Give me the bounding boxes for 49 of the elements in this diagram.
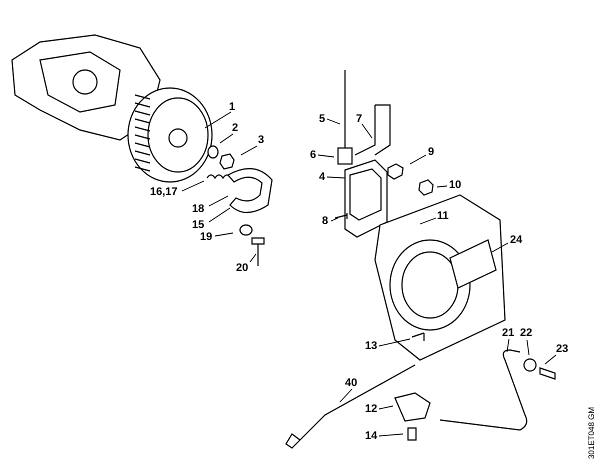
callout-number: 15	[192, 219, 204, 231]
leader-line	[410, 154, 426, 164]
callout-number: 10	[449, 179, 462, 191]
callout-number: 13	[365, 340, 378, 352]
callout-number: 6	[310, 149, 316, 161]
callout-number: 12	[365, 403, 378, 415]
reference-code: 301ET048 GM	[586, 406, 597, 460]
leader-line	[378, 406, 394, 410]
leader-line	[340, 388, 352, 402]
callout-number: 1	[229, 101, 236, 113]
leader-line	[250, 254, 256, 262]
leader-line	[318, 154, 334, 158]
leader-line	[220, 134, 234, 144]
callout-number: 21	[502, 327, 514, 339]
callout-number: 3	[258, 134, 264, 146]
leader-line	[208, 196, 228, 206]
callout-number: 19	[200, 231, 212, 243]
leader-line	[208, 208, 230, 222]
leader-line	[204, 112, 232, 128]
leader-line	[378, 434, 404, 436]
leader-line	[330, 218, 338, 222]
leader-line	[544, 354, 556, 364]
callout-number: 18	[192, 203, 204, 215]
leader-line	[182, 180, 204, 192]
callout-number: 4	[319, 171, 326, 183]
leader-line	[214, 232, 234, 236]
callout-number: 24	[510, 234, 522, 246]
callout-number: 16,17	[150, 186, 178, 198]
callout-number: 8	[322, 215, 328, 227]
callout-number: 22	[520, 327, 532, 339]
leader-line	[506, 338, 510, 352]
leader-line	[526, 340, 530, 356]
callout-number: 11	[437, 210, 449, 222]
callout-number: 2	[232, 122, 238, 134]
callout-number: 40	[345, 377, 358, 389]
leader-line	[240, 146, 258, 156]
leader-line	[420, 218, 436, 224]
leader-line	[362, 124, 372, 138]
leader-line	[326, 176, 346, 178]
callout-number: 9	[428, 146, 434, 158]
leader-line	[326, 118, 340, 124]
leader-line	[378, 338, 410, 346]
callout-number: 14	[365, 430, 378, 442]
leader-line	[492, 242, 508, 252]
callout-number: 20	[236, 262, 248, 274]
leader-line	[436, 186, 448, 188]
callout-number: 5	[319, 113, 326, 125]
callout-number: 7	[356, 113, 362, 125]
callout-number: 23	[556, 343, 568, 355]
